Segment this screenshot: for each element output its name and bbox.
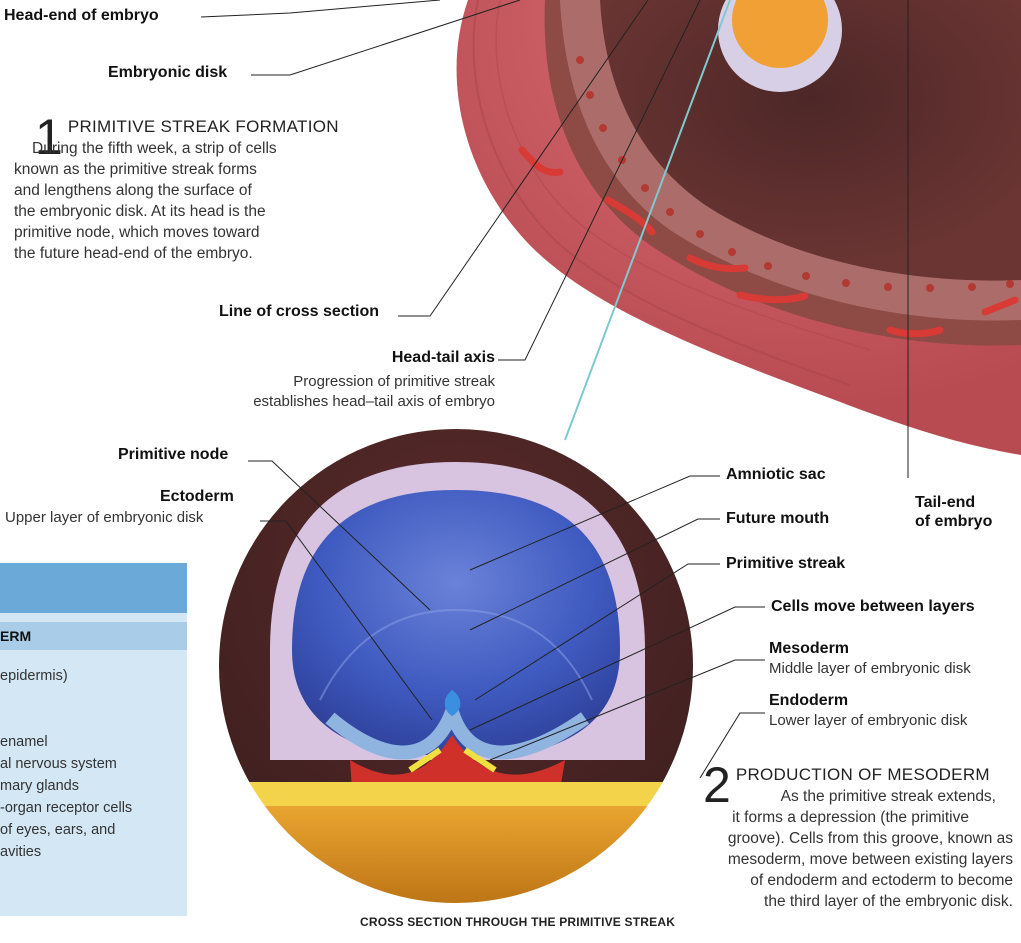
section-1-line: During the fifth week, a strip of cells [14,138,354,159]
panel-list: epidermis) enamel al nervous system mary… [0,665,187,863]
panel-header [0,563,187,613]
germ-layer-panel: ERM epidermis) enamel al nervous system … [0,563,187,916]
label-tail-end-1: Tail-end [915,494,975,512]
label-primitive-node: Primitive node [118,446,228,464]
head-tail-desc-2: establishes head–tail axis of embryo [253,393,495,410]
section-2-line: of endoderm and ectoderm to become [683,870,1013,891]
label-amniotic-sac: Amniotic sac [726,466,826,484]
label-future-mouth: Future mouth [726,510,829,528]
section-2-line: mesoderm, move between existing layers [683,849,1013,870]
panel-list-item: of eyes, ears, and [0,819,187,841]
section-1-line: primitive node, which moves toward [14,222,354,243]
cross-section-disk [210,420,710,926]
label-tail-end-2: of embryo [915,513,992,531]
panel-list-item: epidermis) [0,665,187,687]
label-head-tail-axis: Head-tail axis [392,349,495,367]
label-mesoderm: Mesoderm [769,640,849,658]
section-2-line: As the primitive streak extends, [683,786,1013,807]
section-2-line: groove). Cells from this groove, known a… [683,828,1013,849]
section-1-body: During the fifth week, a strip of cells … [14,138,354,264]
panel-list-item: al nervous system [0,753,187,775]
section-1-title: PRIMITIVE STREAK FORMATION [35,117,365,137]
section-2-line: it forms a depression (the primitive [683,807,1013,828]
panel-subheader: ERM [0,622,187,650]
label-endoderm: Endoderm [769,692,848,710]
endoderm-desc: Lower layer of embryonic disk [769,712,967,729]
label-cells-move: Cells move between layers [771,598,975,616]
section-2-title: PRODUCTION OF MESODERM [703,765,1021,785]
label-ectoderm: Ectoderm [160,488,234,506]
ectoderm-desc: Upper layer of embryonic disk [5,509,203,526]
panel-subheading: ERM [0,628,31,644]
section-2-body: As the primitive streak extends, it form… [683,786,1013,912]
panel-list-item: mary glands [0,775,187,797]
label-embryonic-disk: Embryonic disk [108,64,227,82]
head-tail-desc-1: Progression of primitive streak [293,373,495,390]
section-1-line: known as the primitive streak forms [14,159,354,180]
label-primitive-streak: Primitive streak [726,555,845,573]
section-1-line: the future head-end of the embryo. [14,243,354,264]
mesoderm-desc: Middle layer of embryonic disk [769,660,971,677]
panel-list-item: avities [0,841,187,863]
cross-section-caption: CROSS SECTION THROUGH THE PRIMITIVE STRE… [360,915,675,929]
section-2-line: the third layer of the embryonic disk. [683,891,1013,912]
section-1-line: and lengthens along the surface of [14,180,354,201]
panel-list-item: -organ receptor cells [0,797,187,819]
section-1-line: the embryonic disk. At its head is the [14,201,354,222]
label-line-cross-section: Line of cross section [219,303,379,321]
panel-list-item [0,687,187,709]
label-head-end: Head-end of embryo [4,7,159,25]
panel-list-item [0,709,187,731]
panel-list-item: enamel [0,731,187,753]
